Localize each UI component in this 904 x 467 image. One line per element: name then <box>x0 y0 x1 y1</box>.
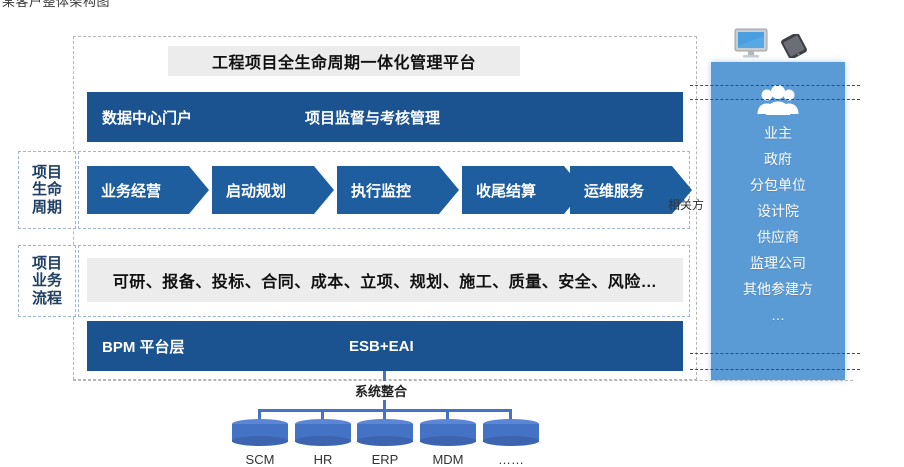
sidebar-label-business-flow: 项目 业务 流程 <box>18 245 76 317</box>
device-icons <box>728 28 828 62</box>
database-label: SCM <box>245 452 275 467</box>
list-item[interactable]: 供应商 <box>757 229 799 245</box>
stage-label: 收尾结算 <box>476 182 537 200</box>
connector-line-top-1 <box>690 85 860 86</box>
bpm-label: BPM 平台层 <box>102 338 185 356</box>
desktop-monitor-icon <box>734 28 768 58</box>
database-icon[interactable] <box>357 419 413 447</box>
list-item[interactable]: 设计院 <box>757 203 799 219</box>
connector-line-bottom-1 <box>690 353 860 354</box>
list-item[interactable]: 政府 <box>764 151 792 167</box>
integration-label: 系统整合 <box>352 381 411 400</box>
people-group-icon <box>711 82 845 118</box>
stage-label: 业务经营 <box>101 182 162 200</box>
database-label: ERP <box>371 452 399 467</box>
database-icon[interactable] <box>483 419 539 447</box>
integration-stub-3 <box>383 409 386 421</box>
connector-line-bottom-2 <box>690 369 860 370</box>
sidebar-label-lifecycle: 项目 生命 周期 <box>18 151 76 229</box>
connector-line-top-2 <box>690 99 860 100</box>
stakeholder-tag: 相关方 <box>668 198 705 212</box>
lifecycle-stage-4[interactable]: 收尾结算 <box>462 166 584 214</box>
smartphone-icon <box>781 34 807 58</box>
stage-label: 运维服务 <box>584 182 645 200</box>
database-label: …… <box>498 452 524 467</box>
platform-title: 工程项目全生命周期一体化管理平台 <box>168 46 520 76</box>
esb-eai-label: ESB+EAI <box>349 337 414 355</box>
stage-label: 执行监控 <box>351 182 412 200</box>
integration-stub-2 <box>321 409 324 421</box>
lifecycle-stage-5[interactable]: 运维服务 <box>570 166 692 214</box>
list-item[interactable]: 分包单位 <box>750 177 806 193</box>
database-icon[interactable] <box>232 419 288 447</box>
page-caption: 某客户整体架构图 <box>2 0 111 9</box>
integration-stub-5 <box>509 409 512 421</box>
database-icon[interactable] <box>420 419 476 447</box>
database-label: HR <box>313 452 333 467</box>
supervision-label: 项目监督与考核管理 <box>305 109 441 127</box>
integration-stub-4 <box>446 409 449 421</box>
business-flow-line-2: 业务 <box>31 272 62 290</box>
lifecycle-line-2: 生命 <box>31 181 62 199</box>
lifecycle-stage-1[interactable]: 业务经营 <box>87 166 209 214</box>
business-flow-region <box>78 245 690 317</box>
bpm-platform-bar: BPM 平台层 ESB+EAI <box>87 321 683 371</box>
business-flow-line-3: 流程 <box>31 289 62 307</box>
lifecycle-line-1: 项目 <box>31 164 62 182</box>
stage-label: 启动规划 <box>226 182 287 200</box>
data-center-portal-bar: 数据中心门户 项目监督与考核管理 <box>87 92 683 142</box>
integration-stub-1 <box>258 409 261 421</box>
business-flow-line-1: 项目 <box>31 255 62 273</box>
list-item[interactable]: 监理公司 <box>750 255 806 271</box>
portal-label: 数据中心门户 <box>102 109 193 127</box>
list-item[interactable]: 业主 <box>764 125 792 141</box>
lifecycle-stage-3[interactable]: 执行监控 <box>337 166 459 214</box>
list-item: … <box>771 307 785 323</box>
bottom-divider <box>73 380 853 381</box>
database-icon[interactable] <box>295 419 351 447</box>
lifecycle-line-3: 周期 <box>31 198 62 216</box>
database-label: MDM <box>432 452 464 467</box>
stakeholder-list: 业主 政府 分包单位 设计院 供应商 监理公司 其他参建方 … <box>711 120 845 328</box>
business-flow-bar: 可研、报备、投标、合同、成本、立项、规划、施工、质量、安全、风险… <box>87 258 683 302</box>
list-item[interactable]: 其他参建方 <box>743 281 813 297</box>
lifecycle-stage-2[interactable]: 启动规划 <box>212 166 334 214</box>
